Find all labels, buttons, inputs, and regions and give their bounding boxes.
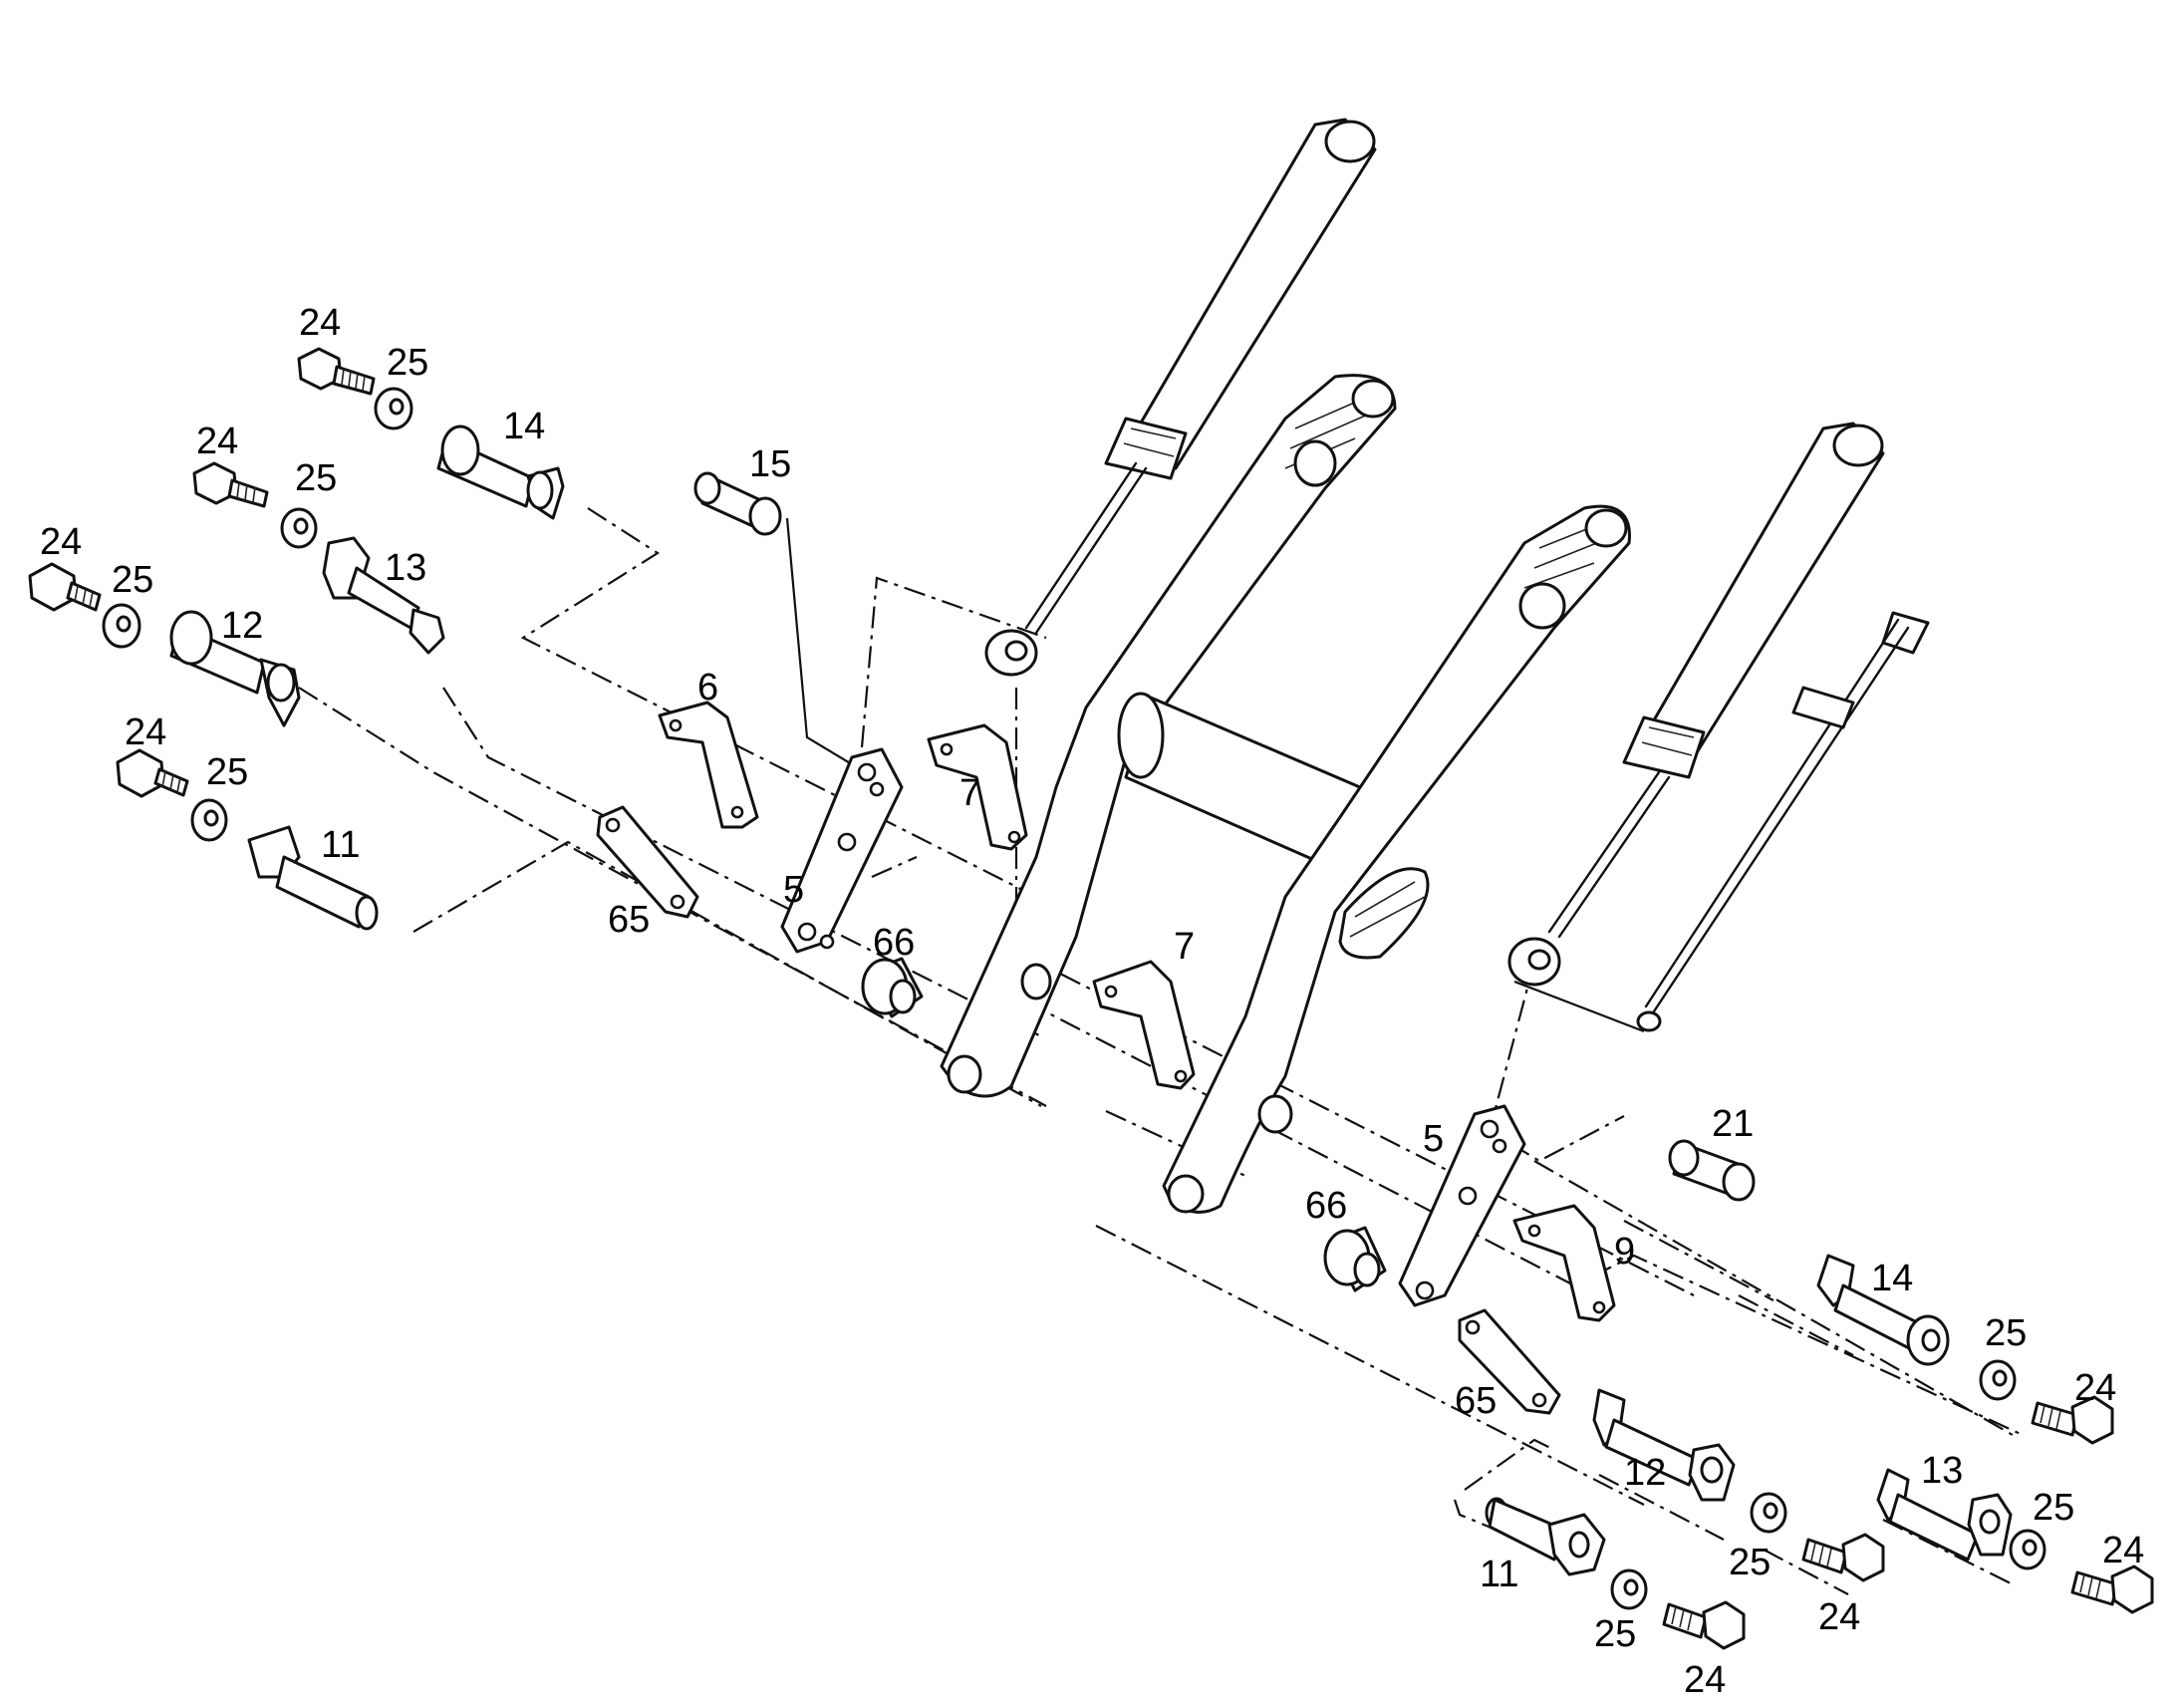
label-7: 7 [959, 772, 980, 814]
gas-strut-left [984, 118, 1377, 677]
label-65: 65 [1455, 1380, 1497, 1422]
label-11: 11 [1480, 1554, 1518, 1595]
label-14: 14 [503, 406, 545, 447]
label-5: 5 [1423, 1118, 1444, 1160]
label-15: 15 [749, 443, 791, 485]
label-6: 6 [697, 667, 718, 709]
label-12: 12 [1624, 1452, 1666, 1494]
washer-25-h [1610, 1568, 1648, 1610]
label-66: 66 [1305, 1185, 1347, 1227]
plate-65-b [1458, 1308, 1561, 1415]
label-9: 9 [1614, 1231, 1635, 1273]
label-25: 25 [1985, 1312, 2027, 1354]
label-24: 24 [1818, 1596, 1860, 1638]
label-24: 24 [2102, 1530, 2144, 1571]
pin-14-b [1816, 1254, 1950, 1366]
plate-65-a [596, 805, 699, 919]
bushing-15 [693, 471, 782, 536]
label-25: 25 [112, 559, 153, 601]
label-14: 14 [1871, 1258, 1913, 1299]
link-5-a [780, 747, 904, 954]
pin-12-b [1592, 1388, 1736, 1502]
label-11: 11 [321, 824, 360, 866]
bolt-24-d [116, 748, 189, 798]
washer-25-g [2009, 1529, 2047, 1570]
label-24: 24 [299, 302, 341, 344]
label-25: 25 [295, 457, 337, 499]
washer-25-b [280, 507, 318, 549]
label-24: 24 [40, 521, 82, 563]
pin-11-a [247, 825, 379, 931]
label-5: 5 [783, 869, 804, 911]
part-labels: 24 25 14 24 25 13 24 25 12 24 25 11 15 6… [40, 302, 2144, 1701]
spacer-66-a [861, 957, 924, 1018]
bolt-24-f [1801, 1533, 1885, 1582]
gas-strut-right [1507, 422, 1885, 987]
bracket-6 [658, 701, 759, 829]
link-5-b [1398, 1104, 1526, 1307]
label-25: 25 [1594, 1613, 1636, 1655]
label-25: 25 [1729, 1542, 1771, 1583]
label-66: 66 [873, 922, 915, 964]
label-24: 24 [125, 711, 166, 753]
label-21: 21 [1712, 1103, 1754, 1145]
label-12: 12 [221, 605, 263, 647]
bolt-24-e [2031, 1395, 2114, 1445]
label-7: 7 [1174, 926, 1195, 968]
washer-25-e [1979, 1359, 2017, 1401]
control-rod [1636, 611, 1930, 1032]
bolt-24-g [2070, 1564, 2154, 1614]
pin-14-a [436, 425, 565, 520]
pin-13-a [322, 536, 445, 655]
bracket-7-b [1092, 960, 1196, 1090]
label-25: 25 [206, 751, 248, 793]
pin-11-b [1485, 1497, 1606, 1576]
washer-25-a [374, 387, 413, 430]
label-65: 65 [608, 899, 650, 941]
bracket-9 [1512, 1204, 1616, 1322]
label-24: 24 [2074, 1367, 2116, 1409]
bracket-7-a [927, 723, 1028, 851]
label-13: 13 [385, 547, 426, 589]
label-13: 13 [1921, 1450, 1963, 1492]
bolt-24-a [297, 347, 376, 396]
bolt-24-h [1662, 1600, 1746, 1650]
label-24: 24 [1684, 1659, 1726, 1701]
spacer-66-b [1323, 1226, 1387, 1292]
pin-12-a [169, 610, 301, 727]
loader-frame [940, 374, 1631, 1214]
label-24: 24 [196, 421, 238, 462]
label-25: 25 [387, 342, 428, 384]
bolt-24-c [28, 562, 102, 612]
label-25: 25 [2033, 1487, 2074, 1529]
bushing-21 [1668, 1139, 1756, 1202]
washer-25-d [190, 798, 228, 842]
washer-25-f [1750, 1492, 1787, 1534]
washer-25-c [102, 603, 141, 649]
bolt-24-b [192, 461, 269, 508]
pin-13-b [1876, 1468, 2013, 1562]
